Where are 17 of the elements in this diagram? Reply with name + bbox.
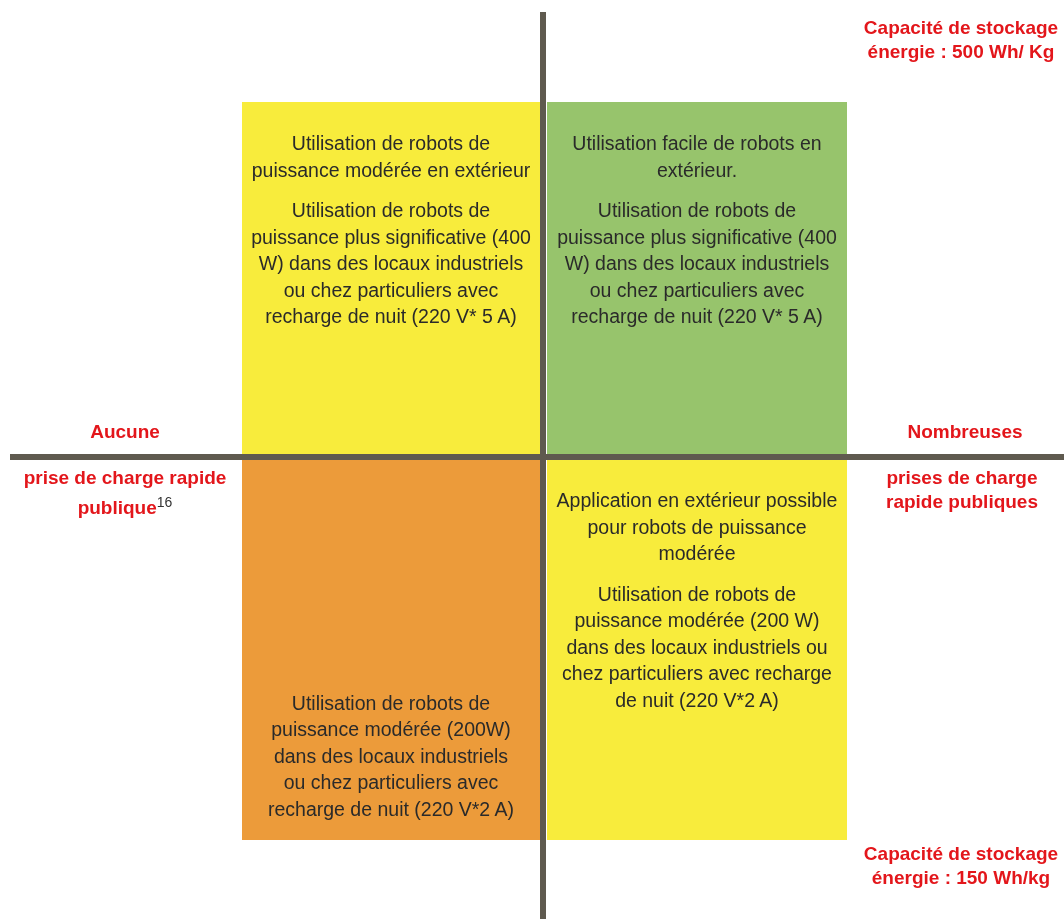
quadrant-box [242, 459, 540, 840]
quadrant-text: Utilisation de robots de puissance modérée (200 W) dans des locaux industriels ou chez particuliers avec recharge de nuit (220 V*2 A) [561, 581, 833, 713]
quadrant-box [547, 459, 847, 840]
axis-label: prises de charge rapide publiques [885, 466, 1039, 514]
quadrant-box [242, 102, 540, 455]
axis-label: prise de charge rapide publique$^{16}$ [22, 466, 228, 521]
quadrant-heading: Utilisation facile de robots en extérieur. [571, 131, 823, 183]
quadrant-text: Utilisation de robots de puissance plus significative (400 W) dans des locaux industriels ou chez particuliers avec recharge de nuit (220 V* 5 A) [250, 198, 532, 329]
axis-label: Nombreuses [906, 420, 1024, 444]
quadrant-heading: Application en extérieur possible pour robots de puissance modérée [555, 488, 839, 566]
axis-label: Capacité de stockage énergie : 150 Wh/kg [862, 842, 1060, 890]
quadrant-box [547, 102, 847, 455]
axis-label: Capacité de stockage énergie : 500 Wh/ Kg [862, 16, 1060, 64]
axis-label: Aucune [89, 420, 161, 444]
quadrant-text: Utilisation de robots de puissance plus significative (400 W) dans des locaux industriels ou chez particuliers avec recharge de nuit (220 V* 5 A) [556, 198, 838, 329]
quadrant-heading: Utilisation de robots de puissance modérée en extérieur [250, 131, 532, 183]
quadrant-text: Utilisation de robots de puissance modérée (200W) dans des locaux industriels ou chez particuliers avec recharge de nuit (220 V*2 A) [266, 690, 516, 822]
